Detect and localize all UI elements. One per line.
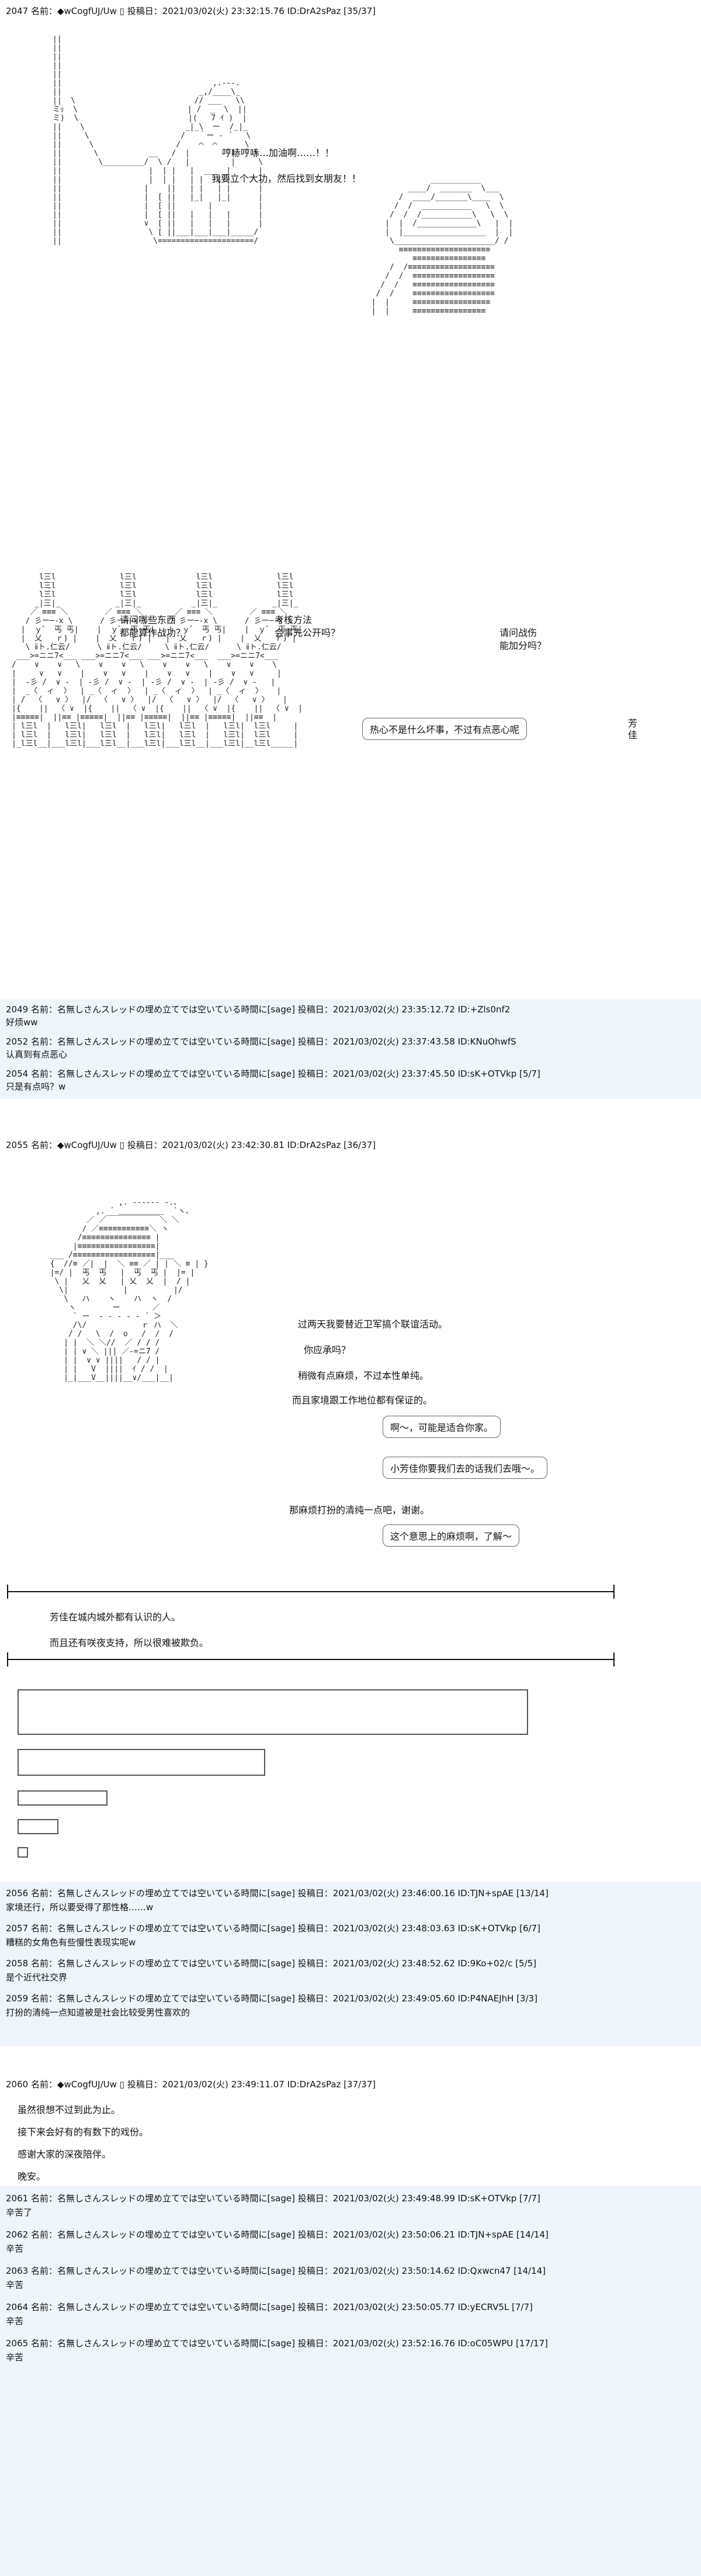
post-header: 2055 名前：◆wCogfUJ/Uw ▯ 投稿日：2021/03/02(火) … bbox=[6, 1140, 376, 1150]
divider-mark bbox=[7, 1652, 8, 1666]
post-2061: 2061 名前：名無しさんスレッドの埋め立てでは空いている時間に[sage] 投… bbox=[0, 2186, 701, 2222]
dialog-line: 而且家境跟工作地位都有保证的。 bbox=[292, 1395, 433, 1406]
post-2059: 2059 名前：名無しさんスレッドの埋め立てでは空いている時間に[sage] 投… bbox=[0, 1987, 701, 2046]
fade-box bbox=[18, 1790, 107, 1806]
post-2063: 2063 名前：名無しさんスレッドの埋め立てでは空いている時間に[sage] 投… bbox=[0, 2259, 701, 2295]
post-2058: 2058 名前：名無しさんスレッドの埋め立てでは空いている時間に[sage] 投… bbox=[0, 1952, 701, 1987]
post-text: 辛苦了 bbox=[6, 2207, 33, 2218]
fade-box bbox=[18, 1749, 265, 1776]
post-2049: 2049 名前：名無しさんスレッドの埋め立てでは空いている時間に[sage] 投… bbox=[0, 1000, 701, 1032]
fade-box bbox=[18, 1689, 528, 1735]
speech-bubble: 这个意思上的麻烦啊，了解～ bbox=[383, 1524, 520, 1547]
post-text: 是个近代社交界 bbox=[6, 1972, 68, 1983]
post-header: 2054 名前：名無しさんスレッドの埋め立てでは空いている時間に[sage] 投… bbox=[6, 1069, 540, 1079]
post-header: 2056 名前：名無しさんスレッドの埋め立てでは空いている時間に[sage] 投… bbox=[6, 1888, 549, 1899]
dialog-line: 哼哧哼哧…加油啊……！！ bbox=[222, 147, 335, 158]
post-line: 感谢大家的深夜陪伴。 bbox=[18, 2149, 112, 2160]
dialog-line: 过两天我要替近卫军搞个联谊活动。 bbox=[298, 1319, 448, 1330]
divider bbox=[7, 1659, 615, 1660]
divider-mark bbox=[613, 1585, 615, 1599]
post-2054: 2054 名前：名無しさんスレッドの埋め立てでは空いている時間に[sage] 投… bbox=[0, 1064, 701, 1099]
question-2: 考核方法 会事先公开吗？ bbox=[275, 614, 341, 638]
post-text: 辛苦 bbox=[6, 2352, 24, 2363]
post-text: 认真到有点恶心 bbox=[6, 1049, 68, 1060]
post-text: 打扮的清纯一点知道被是社会比较受男性喜欢的 bbox=[6, 2007, 190, 2018]
post-header: 2058 名前：名無しさんスレッドの埋め立てでは空いている時間に[sage] 投… bbox=[6, 1958, 537, 1969]
post-2057: 2057 名前：名無しさんスレッドの埋め立てでは空いている時間に[sage] 投… bbox=[0, 1917, 701, 1952]
fade-box bbox=[18, 1847, 28, 1858]
post-header: 2047 名前：◆wCogfUJ/Uw ▯ 投稿日：2021/03/02(火) … bbox=[6, 6, 376, 16]
dialog-line: 我要立个大功，然后找到女朋友！！ bbox=[211, 173, 362, 184]
narration: 芳佳在城内城外都有认识的人。 bbox=[50, 1612, 181, 1623]
post-header: 2062 名前：名無しさんスレッドの埋め立てでは空いている時間に[sage] 投… bbox=[6, 2229, 549, 2240]
post-header: 2064 名前：名無しさんスレッドの埋め立てでは空いている時間に[sage] 投… bbox=[6, 2302, 533, 2312]
ascii-art-figure-flag: || || || || || || ,.---. || _,/____\_ ||… bbox=[53, 35, 263, 246]
post-header: 2065 名前：名無しさんスレッドの埋め立てでは空いている時間に[sage] 投… bbox=[6, 2338, 548, 2349]
ascii-art-hat: ___________ ____/ _______ \___ / ____/__… bbox=[371, 175, 513, 316]
post-text: 只是有点吗？w bbox=[6, 1081, 66, 1092]
dialog-line: 那麻烦打扮的清纯一点吧，谢谢。 bbox=[289, 1505, 430, 1516]
post-text: 辛苦 bbox=[6, 2280, 24, 2290]
post-2065: 2065 名前：名無しさんスレッドの埋め立てでは空いている時間に[sage] 投… bbox=[0, 2331, 701, 2576]
question-3: 请问战伤 能加分吗？ bbox=[499, 627, 547, 651]
speech-bubble: 热心不是什么坏事，不过有点恶心呢 bbox=[362, 718, 528, 740]
post-2062: 2062 名前：名無しさんスレッドの埋め立てでは空いている時間に[sage] 投… bbox=[0, 2222, 701, 2259]
post-text: 家境还行，所以要受得了那性格……w bbox=[6, 1902, 154, 1913]
fade-box bbox=[18, 1819, 58, 1834]
post-2060: 2060 名前：◆wCogfUJ/Uw ▯ 投稿日：2021/03/02(火) … bbox=[0, 2046, 701, 2186]
post-header: 2061 名前：名無しさんスレッドの埋め立てでは空いている時間に[sage] 投… bbox=[6, 2193, 540, 2204]
post-2047: 2047 名前：◆wCogfUJ/Uw ▯ 投稿日：2021/03/02(火) … bbox=[0, 0, 701, 1000]
post-header: 2060 名前：◆wCogfUJ/Uw ▯ 投稿日：2021/03/02(火) … bbox=[6, 2079, 376, 2090]
dialog-line: 你应承吗？ bbox=[304, 1344, 351, 1356]
post-2052: 2052 名前：名無しさんスレッドの埋め立てでは空いている時間に[sage] 投… bbox=[0, 1032, 701, 1064]
post-line: 晚安。 bbox=[18, 2171, 46, 2182]
divider bbox=[7, 1591, 615, 1592]
speaker-label: 芳 佳 bbox=[628, 718, 638, 741]
post-line: 接下来会好有的有数下的戏份。 bbox=[18, 2127, 149, 2138]
post-header: 2063 名前：名無しさんスレッドの埋め立てでは空いている時間に[sage] 投… bbox=[6, 2266, 546, 2276]
post-header: 2059 名前：名無しさんスレッドの埋め立てでは空いている時間に[sage] 投… bbox=[6, 1993, 538, 2004]
post-2055: 2055 名前：◆wCogfUJ/Uw ▯ 投稿日：2021/03/02(火) … bbox=[0, 1099, 701, 1882]
divider-mark bbox=[613, 1652, 615, 1666]
post-header: 2052 名前：名無しさんスレッドの埋め立てでは空いている時間に[sage] 投… bbox=[6, 1036, 516, 1047]
post-2056: 2056 名前：名無しさんスレッドの埋め立てでは空いている時間に[sage] 投… bbox=[0, 1882, 701, 1917]
post-text: 辛苦 bbox=[6, 2243, 24, 2254]
post-text: 辛苦 bbox=[6, 2316, 24, 2326]
speech-bubble: 啊～，可能是适合你家。 bbox=[383, 1416, 501, 1438]
ascii-art-crowd: l三l l三l l三l l三l l三l l三l l三l l三l l三l l三l … bbox=[12, 573, 303, 748]
dialog-line: 稍微有点麻烦，不过本性单纯。 bbox=[298, 1370, 429, 1381]
post-header: 2049 名前：名無しさんスレッドの埋め立てでは空いている時間に[sage] 投… bbox=[6, 1004, 511, 1015]
post-header: 2057 名前：名無しさんスレッドの埋め立てでは空いている時間に[sage] 投… bbox=[6, 1923, 540, 1934]
post-2064: 2064 名前：名無しさんスレッドの埋め立てでは空いている時間に[sage] 投… bbox=[0, 2295, 701, 2331]
post-line: 虽然很想不过到此为止。 bbox=[18, 2104, 121, 2115]
narration: 而且还有咲夜支持，所以很难被欺负。 bbox=[50, 1637, 209, 1648]
divider-mark bbox=[7, 1585, 8, 1599]
question-1: 请问哪些东西 都能算作战功？ bbox=[120, 614, 186, 638]
speech-bubble: 小芳佳你要我们去的话我们去哦～。 bbox=[383, 1457, 548, 1479]
ascii-art-girl: ,. -‐‐‐‐‐ -.、 ,. ´ ＿＿＿＿＿＿ `ヽ、 ／ ／￣￣￣￣￣￣￣… bbox=[50, 1198, 209, 1382]
post-text: 好烦ww bbox=[6, 1017, 38, 1028]
post-text: 糟糕的女角色有些慢性表现实呢w bbox=[6, 1937, 136, 1948]
